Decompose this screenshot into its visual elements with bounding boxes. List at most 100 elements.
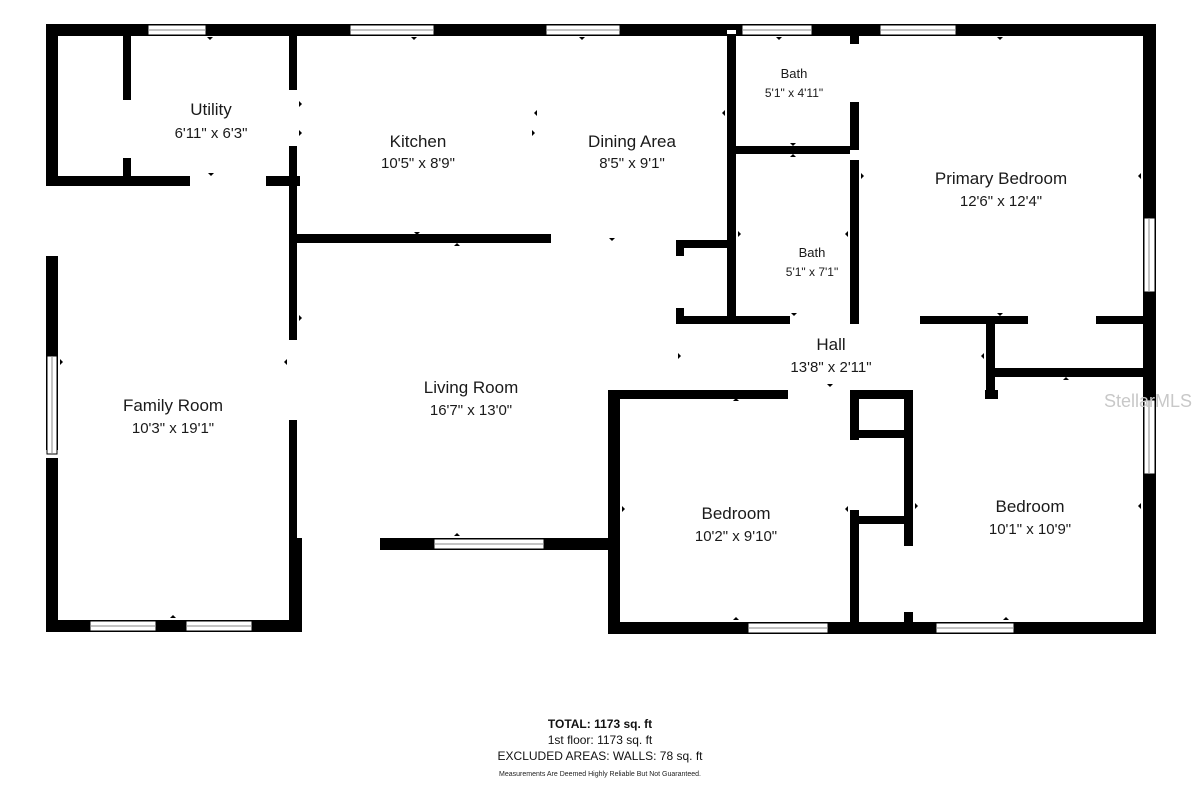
room-dims-kitchen: 10'5" x 8'9" (381, 155, 455, 172)
room-name-hall: Hall (816, 335, 845, 354)
wall (289, 34, 297, 628)
doorway (302, 538, 380, 550)
doorway (727, 30, 736, 34)
wall (46, 620, 302, 632)
room-name-primary-bedroom: Primary Bedroom (935, 169, 1067, 188)
marker (609, 238, 615, 241)
room-name-bath-top: Bath (781, 66, 808, 81)
marker (299, 130, 302, 136)
room-dims-bedroom-right: 10'1" x 10'9" (989, 521, 1071, 538)
marker (790, 143, 796, 146)
doorway (123, 100, 131, 158)
wall (676, 240, 728, 248)
doorway (1028, 316, 1096, 324)
room-dims-hall: 13'8" x 2'11" (790, 359, 871, 376)
marker (1003, 617, 1009, 620)
marker (1063, 377, 1069, 380)
marker (534, 110, 537, 116)
doorway (289, 340, 297, 420)
wall (608, 622, 1156, 634)
marker (299, 315, 302, 321)
doorway (289, 90, 297, 146)
wall (1143, 24, 1156, 634)
marker (207, 37, 213, 40)
room-dims-primary-bedroom: 12'6" x 12'4" (960, 193, 1042, 210)
room-labels: Utility 6'11" x 6'3" Kitchen 10'5" x 8'9… (123, 66, 1071, 545)
wall (608, 390, 620, 634)
room-name-family-room: Family Room (123, 396, 223, 415)
marker (827, 384, 833, 387)
marker (284, 359, 287, 365)
wall (736, 146, 852, 154)
marker (776, 37, 782, 40)
marker (733, 617, 739, 620)
marker (414, 232, 420, 235)
wall (46, 176, 300, 186)
marker (791, 313, 797, 316)
floor-area: 1st floor: 1173 sq. ft (547, 733, 653, 747)
room-dims-dining: 8'5" x 9'1" (599, 155, 665, 172)
room-name-kitchen: Kitchen (390, 132, 447, 151)
room-name-bath-mid: Bath (799, 245, 826, 260)
doorway (190, 176, 266, 186)
room-name-living-room: Living Room (424, 378, 519, 397)
marker (454, 243, 460, 246)
wall (904, 390, 913, 634)
doorway (850, 44, 859, 102)
disclaimer: Measurements Are Deemed Highly Reliable … (499, 771, 701, 778)
room-dims-living-room: 16'7" x 13'0" (430, 402, 512, 419)
marker (622, 506, 625, 512)
marker (1138, 503, 1141, 509)
wall (46, 24, 58, 632)
doorway (676, 256, 684, 308)
marker (722, 110, 725, 116)
total-area: TOTAL: 1173 sq. ft (547, 717, 653, 731)
wall (850, 390, 859, 634)
marker (454, 533, 460, 536)
wall (676, 316, 858, 324)
marker (997, 37, 1003, 40)
marker (997, 313, 1003, 316)
room-dims-bath-mid: 5'1" x 7'1" (786, 265, 838, 279)
marker (532, 130, 535, 136)
windows (46, 24, 1156, 634)
room-dims-utility: 6'11" x 6'3" (175, 125, 248, 142)
marker (411, 37, 417, 40)
marker (60, 359, 63, 365)
excluded-areas: EXCLUDED AREAS: WALLS: 78 sq. ft (497, 749, 703, 763)
wall (986, 316, 995, 398)
doorway (904, 546, 913, 612)
room-dims-bedroom-left: 10'2" x 9'10" (695, 528, 777, 545)
marker (170, 615, 176, 618)
wall (850, 34, 859, 324)
markers (60, 37, 1141, 620)
walls (46, 24, 1156, 634)
marker (845, 231, 848, 237)
wall (854, 516, 908, 524)
marker (845, 506, 848, 512)
marker (678, 353, 681, 359)
watermark: StellarMLS (1104, 391, 1192, 411)
marker (579, 37, 585, 40)
doorway (790, 316, 850, 324)
marker (733, 398, 739, 401)
room-name-dining: Dining Area (588, 132, 676, 151)
marker (981, 353, 984, 359)
marker (171, 183, 177, 186)
wall (727, 34, 736, 324)
marker (1138, 173, 1141, 179)
doorway (850, 440, 859, 510)
wall (297, 234, 551, 243)
room-dims-family-room: 10'3" x 19'1" (132, 420, 214, 437)
marker (861, 173, 864, 179)
marker (299, 101, 302, 107)
wall (986, 368, 1156, 377)
doorway (46, 186, 58, 256)
room-name-utility: Utility (190, 100, 232, 119)
marker (738, 231, 741, 237)
doorway (913, 390, 985, 399)
area-summary: TOTAL: 1173 sq. ft 1st floor: 1173 sq. f… (0, 716, 1200, 778)
marker (208, 173, 214, 176)
room-dims-bath-top: 5'1" x 4'11" (765, 86, 823, 100)
